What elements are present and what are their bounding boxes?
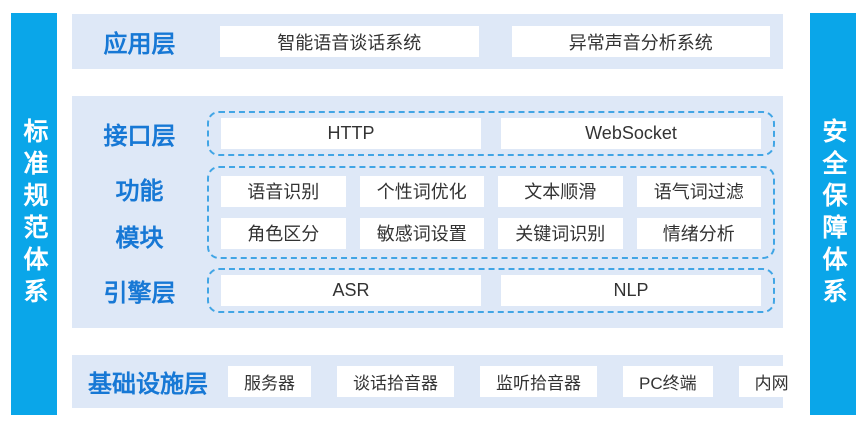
interface-box-websocket: WebSocket <box>501 117 761 149</box>
engine-box-nlp: NLP <box>501 275 761 307</box>
function-module-label-col: 功能 模块 <box>72 166 207 259</box>
func-box-filler-word-filtering: 语气词过滤 <box>636 175 761 207</box>
infrastructure-layer-panel: 基础设施层 服务器 谈话拾音器 监听拾音器 PC终端 内网 <box>72 355 805 408</box>
func-box-keyword-recognition: 关键词识别 <box>498 217 623 249</box>
interface-layer-label-col: 接口层 <box>72 111 207 156</box>
engine-box-asr: ASR <box>221 275 481 307</box>
engine-layer-group: 引擎层 ASR NLP <box>72 268 775 314</box>
infra-box-monitoring-microphone: 监听拾音器 <box>480 366 597 397</box>
func-box-emotion-analysis: 情绪分析 <box>636 217 761 249</box>
function-label: 功能 <box>115 178 164 206</box>
func-box-text-smoothing: 文本顺滑 <box>498 175 623 207</box>
interface-dashed-container: HTTP WebSocket <box>207 110 775 156</box>
infrastructure-layer-label: 基础设施层 <box>88 371 208 398</box>
interface-layer-group: 接口层 HTTP WebSocket <box>72 110 775 156</box>
infra-box-pc-terminal: PC终端 <box>623 366 713 397</box>
func-box-speech-recognition: 语音识别 <box>221 175 346 207</box>
infra-box-intranet: 内网 <box>738 366 805 397</box>
interface-layer-label: 接口层 <box>103 122 176 150</box>
interface-box-http: HTTP <box>221 117 481 149</box>
module-label: 模块 <box>115 224 164 252</box>
infrastructure-boxes: 服务器 谈话拾音器 监听拾音器 PC终端 内网 <box>228 366 805 397</box>
function-row-1: 语音识别 个性词优化 文本顺滑 语气词过滤 <box>221 175 761 207</box>
left-pillar-standards: 标准规范体系 <box>11 13 57 415</box>
func-box-role-distinction: 角色区分 <box>221 217 346 249</box>
app-box-voice-conversation-system: 智能语音谈话系统 <box>220 26 479 57</box>
function-row-2: 角色区分 敏感词设置 关键词识别 情绪分析 <box>221 217 761 249</box>
infra-box-conversation-microphone: 谈话拾音器 <box>337 366 454 397</box>
engine-layer-label-col: 引擎层 <box>72 268 207 313</box>
application-layer-label: 应用层 <box>103 31 176 58</box>
middle-layers-panel: 接口层 HTTP WebSocket 功能 模块 语音识别 个性词优化 <box>72 96 783 328</box>
engine-dashed-container: ASR NLP <box>207 268 775 314</box>
function-module-group: 功能 模块 语音识别 个性词优化 文本顺滑 语气词过滤 角色区分 敏感词设置 <box>72 165 775 259</box>
func-box-sensitive-word-settings: 敏感词设置 <box>359 217 484 249</box>
app-box-abnormal-sound-analysis-system: 异常声音分析系统 <box>511 26 770 57</box>
application-layer-panel: 应用层 智能语音谈话系统 异常声音分析系统 <box>72 14 783 69</box>
right-pillar-security: 安全保障体系 <box>810 13 856 415</box>
function-module-dashed-container: 语音识别 个性词优化 文本顺滑 语气词过滤 角色区分 敏感词设置 关键词识别 情… <box>207 165 775 259</box>
diagram-main-column: 应用层 智能语音谈话系统 异常声音分析系统 接口层 HTTP WebSocket… <box>72 14 805 408</box>
func-box-personalized-word-optimization: 个性词优化 <box>359 175 484 207</box>
infra-box-server: 服务器 <box>228 366 311 397</box>
application-boxes: 智能语音谈话系统 异常声音分析系统 <box>220 26 770 57</box>
engine-layer-label: 引擎层 <box>103 280 176 308</box>
function-module-rows: 语音识别 个性词优化 文本顺滑 语气词过滤 角色区分 敏感词设置 关键词识别 情… <box>221 173 761 252</box>
